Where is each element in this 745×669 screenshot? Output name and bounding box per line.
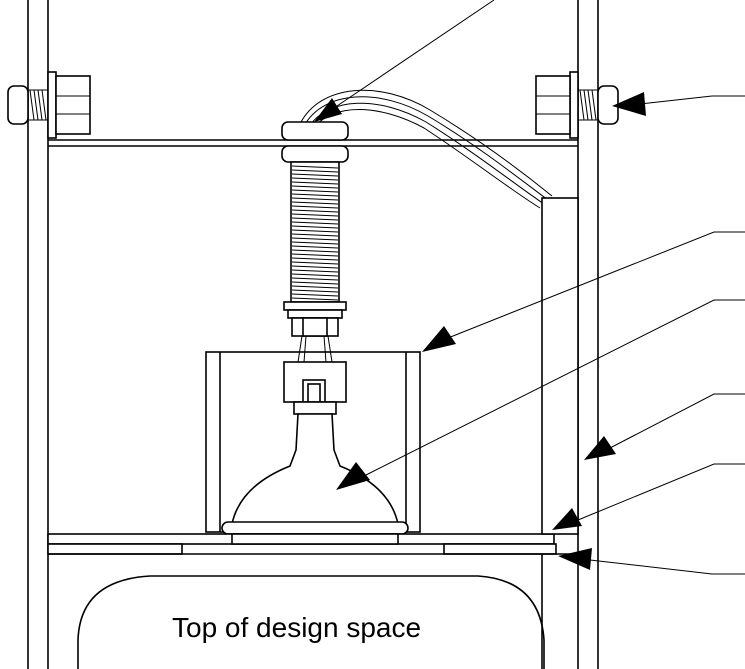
right-bolt <box>535 71 619 139</box>
lamp-bulb <box>221 413 409 535</box>
fitting-nuts <box>281 121 349 163</box>
thread-line <box>291 285 339 289</box>
thread-line <box>291 205 339 209</box>
left-bolt <box>7 71 91 139</box>
thread-line <box>291 177 339 181</box>
thread-line <box>291 261 339 265</box>
thread-line <box>291 289 339 293</box>
thread-line <box>291 173 339 177</box>
thread-line <box>291 265 339 269</box>
thread-line <box>291 201 339 205</box>
thread-line <box>291 185 339 189</box>
thread-line <box>291 189 339 193</box>
thread-line <box>291 241 339 245</box>
thread-line <box>291 217 339 221</box>
base-plate <box>47 533 557 555</box>
thread-line <box>291 197 339 201</box>
design-space-outline <box>48 553 578 669</box>
thread-line <box>291 277 339 281</box>
thread-line <box>291 269 339 273</box>
thread-line <box>291 273 339 277</box>
thread-line <box>291 237 339 241</box>
design-space-label: Top of design space <box>172 612 421 643</box>
thread-line <box>291 249 339 253</box>
thread-line <box>291 245 339 249</box>
thread-line <box>291 293 339 297</box>
thread-line <box>291 233 339 237</box>
thread-line <box>291 281 339 285</box>
leader-lines <box>314 0 745 575</box>
lamp-coupling <box>283 301 347 337</box>
thread-line <box>291 213 339 217</box>
thread-line <box>291 257 339 261</box>
thread-line <box>291 181 339 185</box>
thread-line <box>291 253 339 257</box>
thread-line <box>291 165 339 169</box>
thread-line <box>291 193 339 197</box>
thread-line <box>291 229 339 233</box>
threaded-rod <box>290 161 340 303</box>
thread-line <box>291 209 339 213</box>
top-cross-plate <box>48 139 578 147</box>
thread-line <box>291 225 339 229</box>
thread-line <box>291 297 339 301</box>
lamp-socket <box>283 335 347 415</box>
thread-line <box>291 169 339 173</box>
thread-line <box>291 221 339 225</box>
side-panel <box>541 197 579 669</box>
